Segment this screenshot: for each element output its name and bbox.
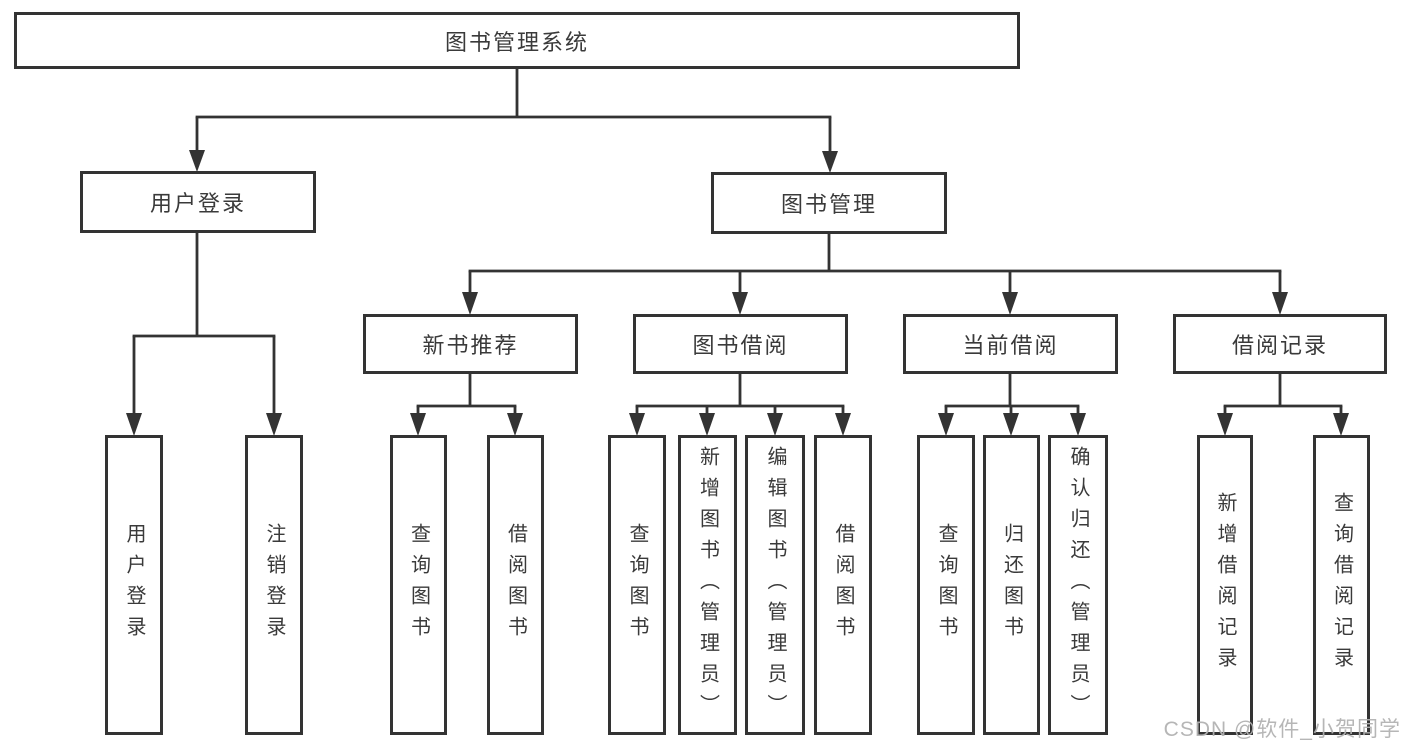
connector-root-to-level2 [189, 68, 838, 173]
leaf-query-book-recommend: 查询图书 [390, 435, 447, 735]
leaf-add-book-admin: 新增图书（管理员） [678, 435, 737, 735]
node-root: 图书管理系统 [14, 12, 1020, 69]
leaf-borrow-book-recommend: 借阅图书 [487, 435, 544, 735]
connector-book-management-level3 [462, 234, 1288, 315]
leaf-borrow-book: 借阅图书 [814, 435, 872, 735]
connector-new-book-recommend-leaves [410, 374, 523, 436]
connector-borrow-records-leaves [1217, 374, 1349, 436]
csdn-watermark: CSDN @软件_小贺同学 [1163, 718, 1401, 741]
leaf-query-book-current: 查询图书 [917, 435, 975, 735]
node-book-borrow: 图书借阅 [633, 314, 848, 374]
node-borrow-records: 借阅记录 [1173, 314, 1387, 374]
connector-user-login-leaves [126, 233, 282, 436]
node-current-borrow: 当前借阅 [903, 314, 1118, 374]
leaf-edit-book-admin: 编辑图书（管理员） [745, 435, 805, 735]
leaf-query-book-borrow: 查询图书 [608, 435, 666, 735]
leaf-confirm-return-admin: 确认归还（管理员） [1048, 435, 1108, 735]
leaf-query-borrow-record: 查询借阅记录 [1313, 435, 1370, 735]
node-user-login: 用户登录 [80, 171, 316, 233]
leaf-add-borrow-record: 新增借阅记录 [1197, 435, 1253, 735]
leaf-user-login: 用户登录 [105, 435, 163, 735]
connector-current-borrow-leaves [938, 374, 1086, 436]
node-book-management: 图书管理 [711, 172, 947, 234]
connector-book-borrow-leaves [629, 374, 851, 436]
leaf-logout: 注销登录 [245, 435, 303, 735]
leaf-return-book: 归还图书 [983, 435, 1040, 735]
node-new-book-recommend: 新书推荐 [363, 314, 578, 374]
